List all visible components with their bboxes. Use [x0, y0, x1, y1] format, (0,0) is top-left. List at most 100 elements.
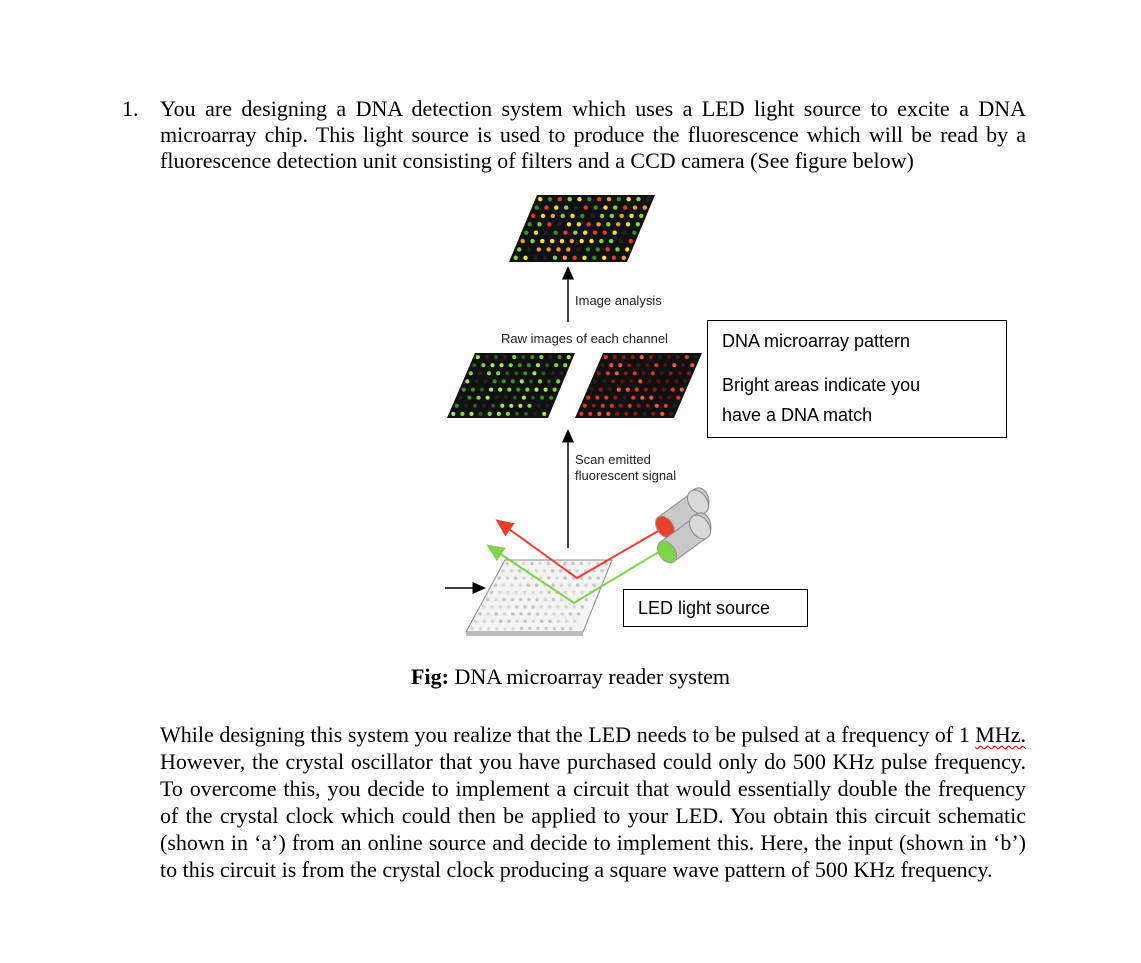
array-spot [523, 255, 528, 260]
array-spot [679, 387, 684, 392]
dna-pattern-callout: DNA microarray pattern Bright areas indi… [707, 320, 1007, 438]
array-spot [474, 619, 478, 623]
array-spot [468, 371, 473, 376]
array-spot [532, 371, 537, 376]
array-spot [508, 363, 513, 368]
array-spot [545, 403, 550, 408]
array-spot [531, 213, 536, 219]
array-spot [512, 355, 517, 360]
array-spot [684, 355, 689, 360]
array-spot [451, 411, 456, 416]
array-spot [621, 355, 626, 360]
array-spot [507, 619, 511, 623]
array-spot [587, 561, 592, 566]
array-spot [530, 238, 535, 244]
array-spot [501, 569, 506, 573]
array-spot [498, 605, 503, 609]
array-spot [527, 222, 532, 227]
array-spot [535, 612, 540, 616]
array-spot [470, 387, 475, 392]
array-spot [625, 387, 630, 392]
array-spot [490, 619, 495, 623]
array-spot [579, 238, 584, 244]
array-spot [559, 597, 564, 602]
array-spot [576, 612, 581, 616]
array-spot [539, 590, 543, 595]
array-spot [463, 403, 468, 408]
array-spot [550, 213, 555, 219]
array-spot [629, 379, 634, 384]
array-spot [660, 411, 665, 416]
array-spot [556, 247, 561, 252]
array-spot [548, 355, 553, 360]
array-spot [540, 213, 546, 219]
array-spot [613, 205, 618, 210]
array-spot [636, 363, 641, 368]
array-spot [543, 387, 548, 392]
array-spot [566, 247, 571, 252]
array-spot [535, 363, 541, 368]
array-spot [518, 597, 523, 602]
array-spot [569, 238, 574, 244]
array-spot [501, 583, 506, 587]
array-spot [521, 395, 527, 400]
array-spot [557, 355, 562, 360]
array-spot [622, 395, 627, 400]
array-spot [514, 605, 519, 609]
array-spot [663, 363, 668, 368]
array-spot [611, 255, 617, 260]
array-spot [589, 387, 594, 392]
array-spot [552, 255, 558, 260]
array-spot [481, 363, 486, 368]
array-spot [550, 238, 555, 244]
array-spot [636, 197, 641, 202]
array-spot [562, 255, 567, 260]
array-spot [489, 590, 494, 595]
array-spot [487, 411, 492, 416]
array-spot [592, 230, 598, 235]
array-spot [524, 230, 529, 235]
array-spot [563, 230, 568, 235]
array-spot [548, 619, 552, 623]
array-spot [568, 612, 573, 616]
array-spot [552, 612, 556, 616]
array-spot [530, 561, 534, 566]
array-spot [675, 355, 680, 360]
callout-line2: have a DNA match [722, 405, 873, 425]
array-spot [556, 605, 560, 609]
array-spot [530, 395, 536, 400]
array-spot [618, 363, 623, 368]
array-spot [652, 387, 657, 392]
array-spot [572, 255, 577, 260]
array-spot [576, 247, 581, 252]
array-spot [602, 255, 607, 260]
array-spot [521, 355, 526, 360]
array-spot [579, 411, 584, 416]
array-spot [514, 371, 519, 376]
led-source-callout: LED light source [623, 589, 808, 627]
array-spot [624, 411, 629, 416]
array-spot [544, 363, 550, 368]
array-spot [668, 371, 673, 376]
array-spot [559, 371, 564, 376]
array-spot [672, 403, 677, 408]
array-spot [517, 247, 522, 252]
array-spot [632, 371, 637, 376]
array-spot [514, 576, 518, 580]
array-spot [490, 363, 495, 368]
array-spot [454, 403, 459, 408]
image-analysis-label: Image analysis [575, 293, 662, 308]
array-spot [609, 213, 614, 219]
array-spot [666, 355, 671, 360]
array-spot [598, 387, 603, 392]
array-spot [523, 605, 527, 609]
array-spot [467, 395, 472, 400]
array-spot [588, 576, 592, 580]
array-spot [536, 403, 541, 408]
array-spot [505, 576, 510, 580]
led-callout-text: LED light source [638, 598, 771, 618]
array-spot [654, 403, 659, 408]
array-spot [547, 379, 552, 384]
array-spot [563, 363, 568, 368]
array-spot [560, 213, 565, 219]
